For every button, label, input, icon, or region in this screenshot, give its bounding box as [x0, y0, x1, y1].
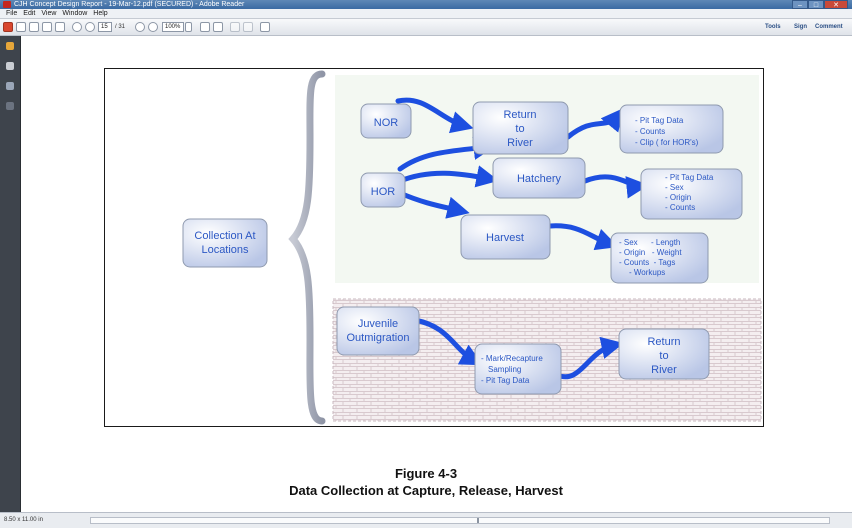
box-collection-at-locations	[182, 218, 268, 268]
box-hatchery	[492, 157, 586, 199]
open-icon[interactable]	[16, 22, 26, 32]
box-hatchery-data-list	[640, 168, 743, 220]
box-pit-tag-data-list	[619, 104, 724, 154]
pit-list-item-3: - Clip ( for HOR's)	[635, 138, 699, 147]
brace-shape	[288, 70, 326, 425]
fit-page-icon[interactable]	[200, 22, 210, 32]
box-harvest	[460, 214, 551, 260]
lock-icon[interactable]	[6, 42, 14, 50]
arrow-return-to-pit	[565, 108, 624, 140]
arrow-mark-to-return	[554, 336, 624, 380]
figure-diagram: Collection At Locations NOR HOR Return t…	[104, 68, 764, 427]
navigation-panel	[0, 36, 21, 512]
arrow-nor-to-return	[395, 97, 474, 134]
label-nor: NOR	[374, 117, 399, 129]
fit-width-icon[interactable]	[213, 22, 223, 32]
menu-view[interactable]: View	[41, 10, 57, 17]
mark-list-item-1: - Mark/Recapture	[481, 354, 543, 363]
horizontal-scrollbar[interactable]	[90, 517, 830, 524]
expand-icon[interactable]	[260, 22, 270, 32]
attachments-icon[interactable]	[6, 102, 14, 110]
label-return2-line2: to	[659, 350, 668, 362]
pit-list-item-1: - Pit Tag Data	[635, 116, 684, 125]
mark-list-item-3: - Pit Tag Data	[481, 376, 530, 385]
window-title: CJH Concept Design Report - 19-Mar-12.pd…	[14, 1, 245, 8]
hatchery-list-item-2: - Sex	[665, 183, 684, 192]
menu-bar: File Edit View Window Help	[0, 9, 852, 19]
toolbar: 15 / 31 100% Tools Sign Comment	[0, 19, 852, 36]
comment-pane-button[interactable]: Comment	[815, 24, 843, 30]
print-icon[interactable]	[42, 22, 52, 32]
arrow-harvest-to-list	[547, 223, 619, 251]
next-page-icon[interactable]	[85, 22, 95, 32]
tools-pane-button[interactable]: Tools	[765, 24, 781, 30]
page-size-label: 8.50 x 11.00 in	[4, 517, 43, 523]
arrow-hor-to-harvest	[397, 190, 470, 219]
label-return2-line1: Return	[647, 336, 680, 348]
label-hor: HOR	[371, 186, 396, 198]
mark-list-item-2: Sampling	[488, 365, 521, 374]
adobe-reader-icon	[3, 1, 11, 8]
highlight-tool-icon[interactable]	[243, 22, 253, 32]
flow-diagram: Collection At Locations NOR HOR Return t…	[182, 70, 762, 425]
label-juvenile-line1: Juvenile	[358, 318, 398, 330]
label-harvest: Harvest	[486, 232, 524, 244]
box-juvenile-outmigration	[336, 306, 420, 356]
box-harvest-data-list	[610, 232, 709, 284]
zoom-dropdown-icon[interactable]	[185, 22, 192, 32]
minimize-button[interactable]: –	[792, 0, 808, 9]
flow-arrows	[395, 97, 649, 380]
page-number-input[interactable]: 15	[98, 22, 112, 32]
harvest-list-item-3: - Counts - Tags	[619, 258, 675, 267]
zoom-select[interactable]: 100%	[162, 22, 184, 32]
menu-help[interactable]: Help	[93, 10, 108, 17]
pages-icon[interactable]	[6, 62, 14, 70]
hatchery-list-item-3: - Origin	[665, 193, 691, 202]
menu-file[interactable]: File	[6, 10, 18, 17]
box-mark-recapture-list	[474, 343, 562, 395]
save-icon[interactable]	[29, 22, 39, 32]
window-controls: – □ ✕	[792, 0, 848, 9]
box-return-to-river-lower	[618, 328, 710, 380]
close-button[interactable]: ✕	[824, 0, 848, 9]
email-icon[interactable]	[55, 22, 65, 32]
comment-tool-icon[interactable]	[230, 22, 240, 32]
label-collection-line1: Collection At	[194, 230, 255, 242]
arrow-hor-to-hatchery	[397, 165, 499, 188]
label-return-line2: to	[515, 123, 524, 135]
create-pdf-icon[interactable]	[3, 22, 13, 32]
label-return-line3: River	[507, 137, 533, 149]
label-return-line1: Return	[503, 109, 536, 121]
figure-number: Figure 4-3	[394, 466, 458, 481]
previous-page-icon[interactable]	[72, 22, 82, 32]
harvest-list-item-4: - Workups	[629, 268, 665, 277]
label-collection-line2: Locations	[201, 244, 249, 256]
bookmarks-icon[interactable]	[6, 82, 14, 90]
box-hor	[360, 172, 406, 208]
menu-edit[interactable]: Edit	[23, 10, 36, 17]
harvest-list-item-1: - Sex - Length	[619, 238, 680, 247]
label-juvenile-line2: Outmigration	[347, 332, 410, 344]
pit-list-item-2: - Counts	[635, 127, 665, 136]
sign-pane-button[interactable]: Sign	[794, 24, 807, 30]
scrollbar-thumb[interactable]	[477, 518, 479, 523]
hatchery-list-item-1: - Pit Tag Data	[665, 173, 714, 182]
label-return2-line3: River	[651, 364, 677, 376]
hatchery-list-item-4: - Counts	[665, 203, 695, 212]
arrow-juvenile-to-mark	[412, 317, 483, 366]
harvest-list-item-2: - Origin - Weight	[619, 248, 682, 257]
menu-window[interactable]: Window	[62, 10, 88, 17]
status-bar: 8.50 x 11.00 in	[0, 512, 852, 528]
figure-title: Data Collection at Capture, Release, Har…	[289, 483, 563, 498]
maximize-button[interactable]: □	[808, 0, 824, 9]
page-total: / 31	[115, 24, 126, 30]
label-hatchery: Hatchery	[517, 173, 562, 185]
zoom-in-icon[interactable]	[148, 22, 158, 32]
title-bar: CJH Concept Design Report - 19-Mar-12.pd…	[0, 0, 852, 9]
arrow-hatchery-to-list	[582, 174, 649, 199]
zoom-out-icon[interactable]	[135, 22, 145, 32]
box-return-to-river	[472, 101, 569, 155]
box-nor	[360, 103, 412, 139]
